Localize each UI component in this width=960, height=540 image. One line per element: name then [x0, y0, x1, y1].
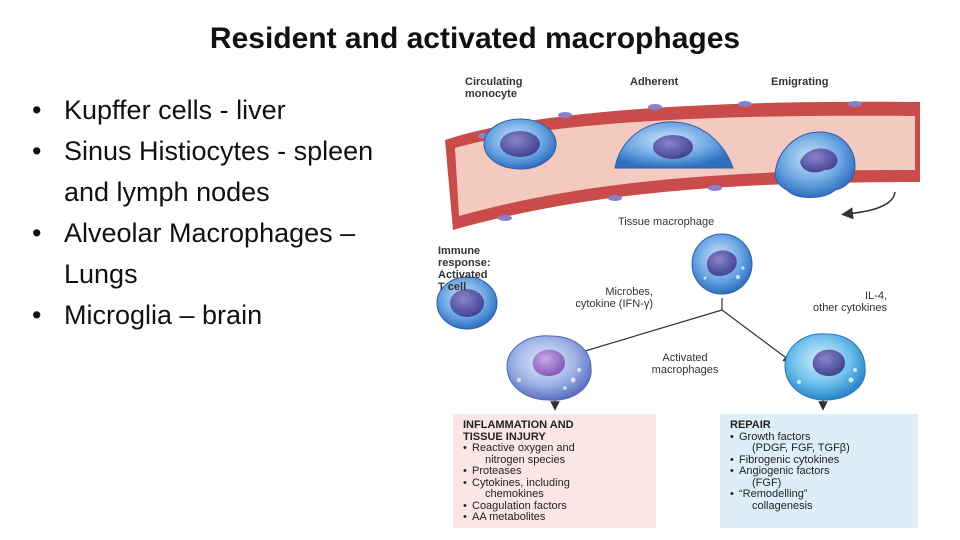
label-adherent: Adherent: [630, 76, 679, 88]
list-item: AA metabolites: [463, 511, 646, 524]
list-item: Angiogenic factors: [730, 465, 908, 478]
list-item: Cytokines, including: [463, 477, 646, 490]
label-immune-response: Immune response: Activated T cell: [438, 245, 491, 293]
label-line: Microbes,: [605, 286, 653, 298]
label-emigrating: Emigrating: [771, 76, 829, 88]
list-item: collagenesis: [752, 499, 813, 512]
label-activated-macrophages: Activated macrophages: [635, 352, 735, 376]
label-line: IL-4,: [864, 290, 887, 302]
label-microbes: Microbes, cytokine (IFN-γ): [523, 286, 653, 310]
inflammation-box: INFLAMMATION AND TISSUE INJURY Reactive …: [453, 414, 656, 528]
list-item: (PDGF, FGF, TGFβ): [752, 442, 850, 454]
inflammation-title: INFLAMMATION AND: [463, 419, 574, 431]
list-item: Coagulation factors: [463, 500, 646, 513]
label-line: Activated: [662, 352, 708, 364]
circulating-monocyte-cell: [483, 118, 557, 170]
label-line: Activated: [438, 269, 488, 281]
bullet-item: Alveolar Macrophages – Lungs: [30, 213, 410, 295]
label-line: monocyte: [465, 88, 517, 100]
tissue-macrophage-cell: [691, 233, 753, 295]
list-item: Fibrogenic cytokines: [730, 454, 908, 467]
bullet-item: Kupffer cells - liver: [30, 90, 410, 131]
macrophage-diagram: Circulating monocyte Adherent Emigrating…: [415, 70, 960, 540]
bullet-item: Microglia – brain: [30, 295, 410, 336]
list-item: chemokines: [485, 488, 544, 500]
list-item: Growth factors: [730, 431, 908, 444]
bullet-item: Sinus Histiocytes - spleen and lymph nod…: [30, 131, 410, 213]
repair-list: Growth factors (PDGF, FGF, TGFβ) Fibroge…: [730, 431, 908, 513]
repair-box: REPAIR Growth factors (PDGF, FGF, TGFβ) …: [720, 414, 918, 528]
activated-macrophage-inflammation-cell: [506, 335, 592, 401]
label-line: Circulating: [465, 76, 523, 88]
label-line: T cell: [438, 281, 467, 293]
repair-title: REPAIR: [730, 419, 771, 431]
inflammation-title: TISSUE INJURY: [463, 430, 546, 443]
list-item: (FGF): [752, 476, 782, 489]
list-item: “Remodelling”: [730, 488, 908, 501]
label-line: cytokine (IFN-γ): [575, 298, 653, 310]
bullet-list: Kupffer cells - liver Sinus Histiocytes …: [30, 90, 410, 336]
inflammation-list: Reactive oxygen and nitrogen species Pro…: [463, 442, 646, 524]
list-item: nitrogen species: [485, 453, 566, 466]
emigrating-monocyte-cell: [774, 131, 856, 198]
list-item: Reactive oxygen and: [463, 442, 646, 455]
label-line: other cytokines: [813, 302, 887, 314]
label-line: Immune: [438, 245, 481, 257]
label-circulating-monocyte: Circulating monocyte: [465, 76, 522, 100]
adherent-monocyte-cell: [614, 121, 734, 169]
diagram-graphics: [436, 101, 920, 411]
activated-t-cell: [436, 276, 498, 330]
label-il4: IL-4, other cytokines: [777, 290, 887, 314]
label-line: response:: [438, 257, 491, 269]
label-tissue-macrophage: Tissue macrophage: [618, 216, 715, 228]
label-line: macrophages: [651, 364, 719, 376]
page-title: Resident and activated macrophages: [209, 22, 741, 55]
emigration-arrow: [841, 191, 896, 220]
list-item: Proteases: [463, 465, 646, 478]
activated-macrophage-repair-cell: [784, 333, 866, 401]
